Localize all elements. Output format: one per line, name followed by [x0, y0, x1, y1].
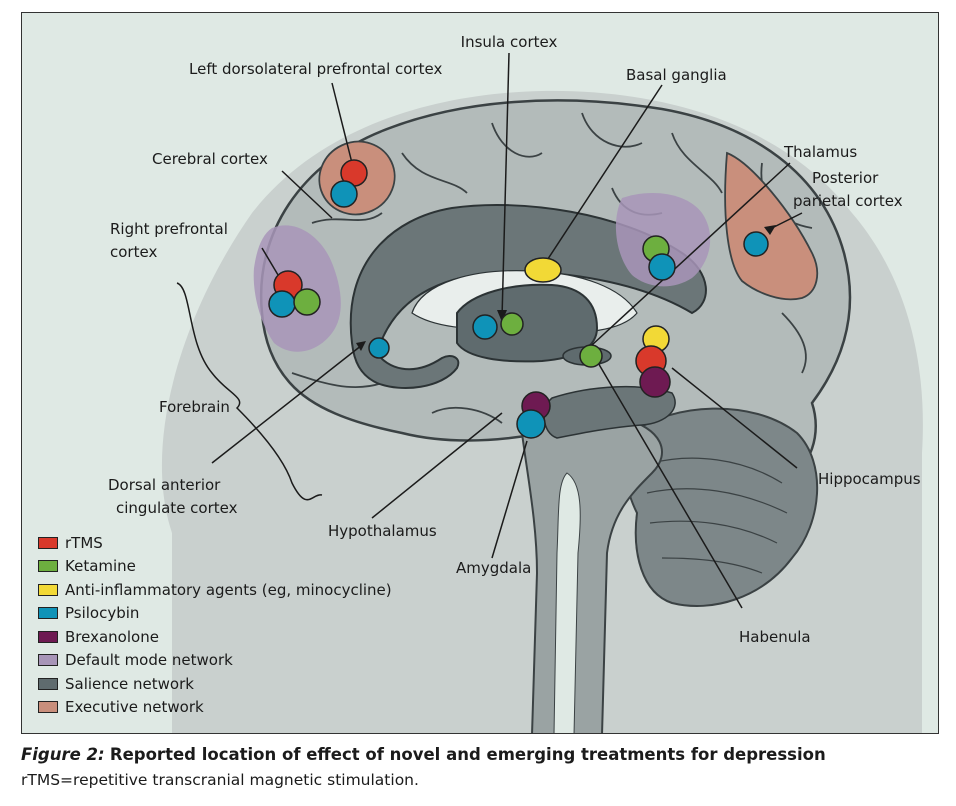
- legend-swatch: [38, 583, 58, 596]
- legend-label: Executive network: [65, 698, 204, 717]
- legend-item: Default mode network: [38, 649, 392, 673]
- label-dacc-2: cingulate cortex: [116, 499, 238, 517]
- legend-swatch: [38, 536, 58, 549]
- marker-psilocybin-rpfc: [268, 290, 296, 318]
- marker-ketamine-insula: [500, 312, 524, 336]
- marker-brexanolone-hippocampus: [639, 366, 671, 398]
- legend-label: Salience network: [65, 674, 194, 693]
- legend-swatch: [38, 701, 58, 714]
- label-hippocampus: Hippocampus: [818, 470, 921, 488]
- marker-psilocybin-insula: [472, 314, 498, 340]
- marker-anti-inflammatory-basal-ganglia: [524, 257, 562, 283]
- marker-psilocybin-amygdala: [516, 409, 546, 439]
- legend-label: Ketamine: [65, 557, 136, 576]
- brain-diagram: [161, 52, 923, 733]
- label-hypothalamus: Hypothalamus: [328, 522, 437, 540]
- marker-psilocybin-dlpfc: [330, 180, 358, 208]
- legend-swatch: [38, 677, 58, 690]
- caption-title-line: Figure 2: Reported location of effect of…: [21, 742, 941, 768]
- legend-item: Executive network: [38, 696, 392, 720]
- label-left-dlpfc: Left dorsolateral prefrontal cortex: [189, 60, 443, 78]
- label-thalamus: Thalamus: [784, 143, 858, 161]
- legend-item: Anti-inflammatory agents (eg, minocyclin…: [38, 578, 392, 602]
- label-right-prefrontal-1: Right prefrontal: [110, 220, 228, 238]
- legend-swatch: [38, 607, 58, 620]
- legend-item: Brexanolone: [38, 625, 392, 649]
- legend-label: rTMS: [65, 533, 103, 552]
- label-basal-ganglia: Basal ganglia: [626, 66, 727, 84]
- legend-item: Psilocybin: [38, 602, 392, 626]
- label-posterior-parietal-1: Posterior: [812, 169, 879, 187]
- legend-item: Salience network: [38, 672, 392, 696]
- legend-label: Psilocybin: [65, 604, 140, 623]
- legend-swatch: [38, 654, 58, 667]
- cerebellum: [624, 407, 819, 607]
- treatment-markers: [268, 159, 769, 439]
- legend-item: rTMS: [38, 531, 392, 555]
- label-amygdala: Amygdala: [456, 559, 532, 577]
- brain-figure: Insula cortex Left dorsolateral prefront…: [21, 12, 939, 734]
- figure-caption: Figure 2: Reported location of effect of…: [21, 742, 941, 792]
- legend-label: Brexanolone: [65, 627, 159, 646]
- marker-ketamine-habenula: [579, 344, 603, 368]
- label-insula-cortex: Insula cortex: [460, 33, 558, 51]
- marker-ketamine-rpfc: [293, 288, 321, 316]
- label-forebrain: Forebrain: [159, 398, 230, 416]
- label-cerebral-cortex: Cerebral cortex: [152, 150, 268, 168]
- caption-title: Reported location of effect of novel and…: [109, 745, 826, 764]
- hippocampus-region: [543, 385, 676, 439]
- legend-swatch: [38, 630, 58, 643]
- label-posterior-parietal-2: parietal cortex: [793, 192, 903, 210]
- pointer-lines: [176, 52, 803, 609]
- marker-psilocybin-posterior: [743, 231, 769, 257]
- label-right-prefrontal-2: cortex: [110, 243, 158, 261]
- marker-psilocybin-parietal: [648, 253, 676, 281]
- label-dacc-1: Dorsal anterior: [108, 476, 221, 494]
- thalamus-region: [456, 283, 599, 363]
- legend-label: Default mode network: [65, 651, 233, 670]
- legend-item: Ketamine: [38, 555, 392, 579]
- legend-swatch: [38, 560, 58, 573]
- label-habenula: Habenula: [739, 628, 811, 646]
- spinal-canal: [553, 472, 581, 733]
- legend-label: Anti-inflammatory agents (eg, minocyclin…: [65, 580, 392, 599]
- caption-note: rTMS=repetitive transcranial magnetic st…: [21, 771, 419, 789]
- caption-figure-label: Figure 2:: [21, 745, 105, 764]
- marker-psilocybin-dacc: [368, 337, 390, 359]
